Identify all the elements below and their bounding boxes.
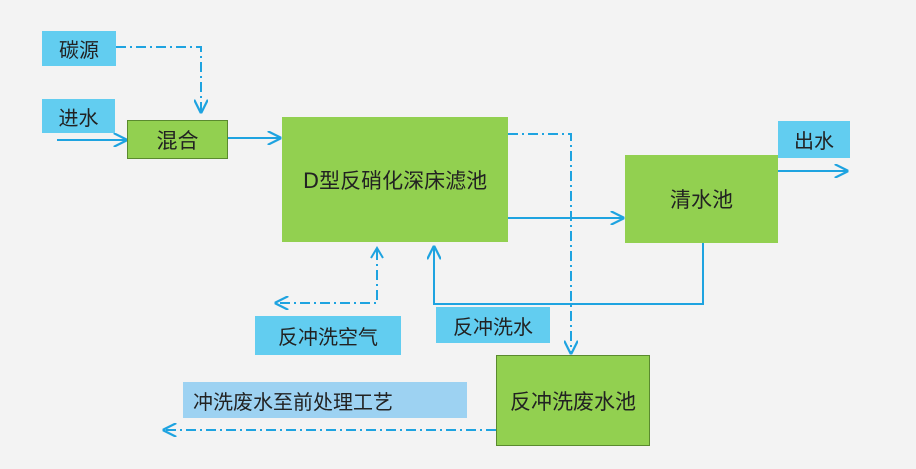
mix-box: 混合 — [127, 120, 228, 159]
carbon-source-label: 碳源 — [42, 31, 116, 66]
carbon-source-line — [116, 46, 201, 112]
waste-pool-box: 反冲洗废水池 — [496, 355, 650, 446]
filter-box: D型反硝化深床滤池 — [282, 117, 508, 242]
backwash-air-exhaust-line — [276, 250, 378, 303]
backwash-water-line — [434, 243, 704, 305]
backwash-air-label: 反冲洗空气 — [255, 316, 401, 355]
effluent-label: 出水 — [778, 121, 850, 158]
clear-pool-box: 清水池 — [625, 155, 778, 243]
backwash-air-arrowhead — [370, 246, 384, 259]
backwash-waste-line — [508, 133, 571, 353]
backwash-water-label: 反冲洗水 — [436, 307, 550, 343]
waste-return-label: 冲洗废水至前处理工艺 — [183, 382, 467, 418]
influent-label: 进水 — [42, 99, 115, 133]
